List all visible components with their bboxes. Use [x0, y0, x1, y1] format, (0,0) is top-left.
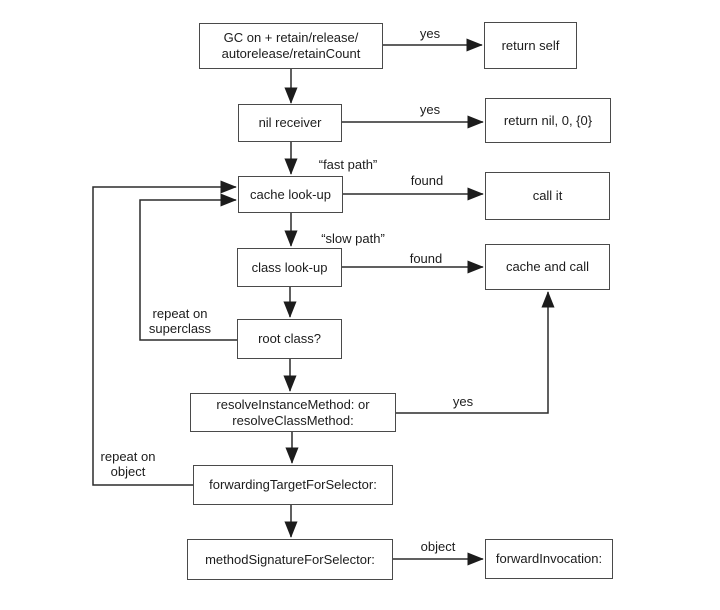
node-return-self: return self [484, 22, 577, 69]
node-gc-check: GC on + retain/release/ autorelease/reta… [199, 23, 383, 69]
node-return-nil: return nil, 0, {0} [485, 98, 611, 143]
edge-label-yes-nil: yes [419, 102, 441, 117]
edge-label-found-class: found [409, 251, 443, 266]
node-label: return nil, 0, {0} [503, 112, 593, 128]
edge-label-object: object [420, 539, 456, 554]
node-label: GC on + retain/release/ [223, 30, 359, 45]
node-root-class: root class? [237, 319, 342, 359]
edge-label-yes-gc: yes [419, 26, 441, 41]
node-label: nil receiver [258, 115, 322, 130]
node-label: methodSignatureForSelector: [205, 551, 375, 567]
node-cache-lookup: cache look-up [238, 176, 343, 213]
node-label: root class? [258, 331, 321, 346]
node-label: class look-up [251, 259, 328, 275]
edge-repeat-on-object-loop [92, 180, 237, 486]
edge-label-repeat-superclass: repeat on superclass [148, 306, 212, 336]
node-forwarding-target: forwardingTargetForSelector: [193, 465, 393, 505]
node-label: call it [532, 188, 563, 203]
node-method-signature: methodSignatureForSelector: [187, 539, 393, 580]
edge-label-found-cache: found [410, 173, 444, 188]
node-resolve-methods: resolveInstanceMethod: or resolveClassMe… [190, 393, 396, 432]
node-label: cache and call [505, 259, 590, 274]
node-label: return self [501, 37, 560, 53]
node-label: forwardingTargetForSelector: [209, 477, 377, 492]
node-class-lookup: class look-up [237, 248, 342, 287]
node-nil-receiver: nil receiver [238, 104, 342, 142]
edge-label-repeat-object: repeat on object [100, 449, 156, 479]
node-label: autorelease/retainCount [221, 46, 361, 61]
node-label: resolveClassMethod: [232, 412, 354, 428]
node-label: cache look-up [250, 186, 331, 202]
node-cache-and-call: cache and call [485, 244, 610, 290]
edge-label-fast-path: “fast path” [318, 157, 378, 172]
node-forward-invocation: forwardInvocation: [485, 539, 613, 579]
node-call-it: call it [485, 172, 610, 220]
node-label: forwardInvocation: [495, 551, 603, 566]
node-label: resolveInstanceMethod: or [216, 396, 370, 412]
edge-label-yes-resolve: yes [452, 394, 474, 409]
edge-label-slow-path: “slow path” [321, 231, 385, 246]
